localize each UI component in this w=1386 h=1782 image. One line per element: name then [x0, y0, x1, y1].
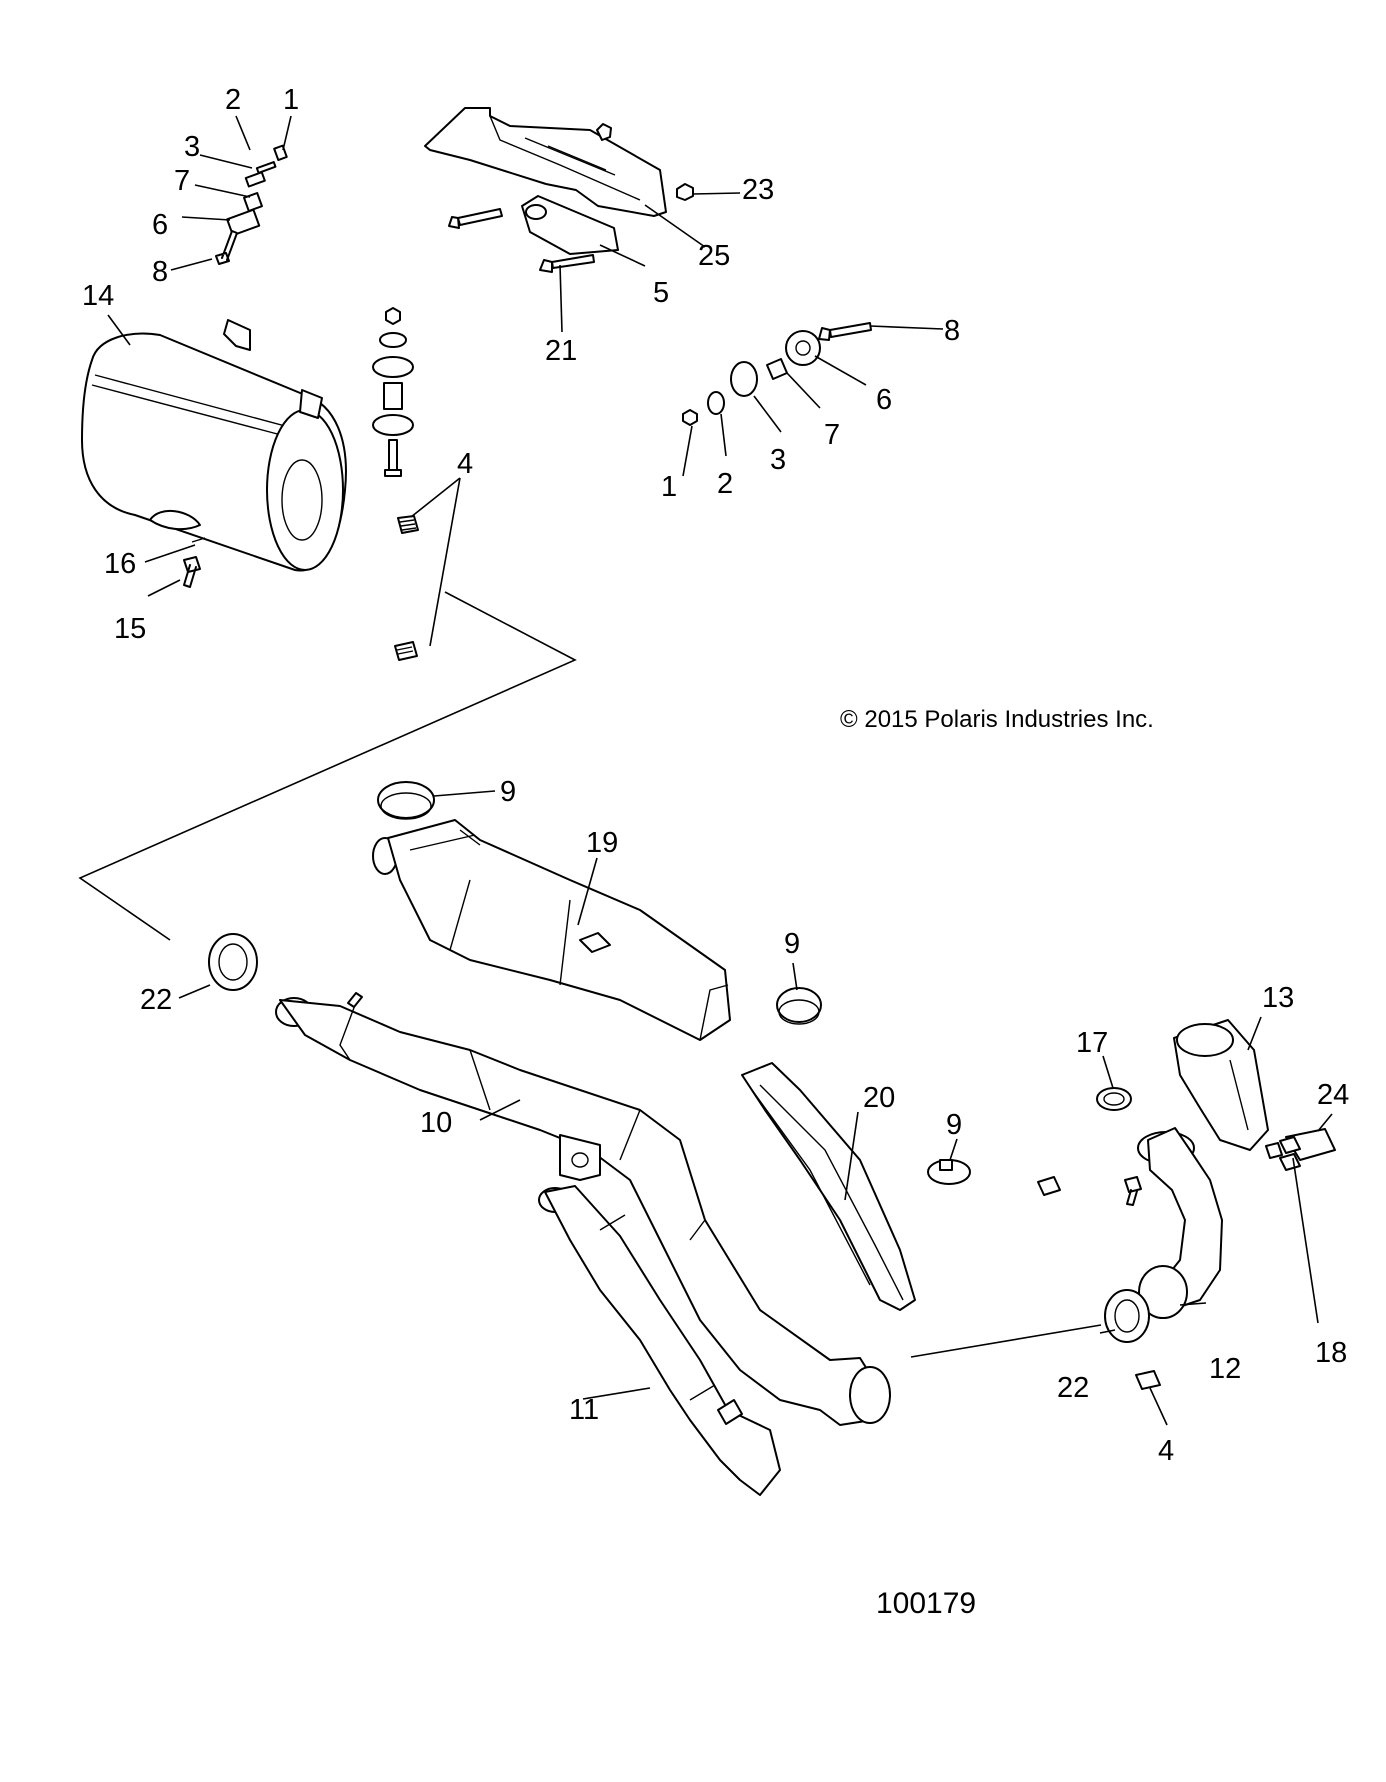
bushing-7-right [766, 358, 788, 380]
callout-7-top: 7 [174, 165, 190, 197]
callout-3-right: 3 [770, 444, 786, 476]
nut-1-right [682, 409, 698, 426]
spring-4-a [397, 515, 419, 534]
muffler-bracket-top [223, 319, 251, 351]
callout-22-right: 22 [1057, 1372, 1089, 1404]
exhaust-pipe-12 [1137, 1127, 1223, 1319]
callout-25: 25 [698, 240, 730, 272]
heat-shield-25 [424, 107, 667, 217]
nut-23 [676, 183, 694, 201]
nut-1-left [273, 144, 288, 162]
callout-22-left: 22 [140, 984, 172, 1016]
pipe-19-boss [579, 932, 611, 953]
center-nut [385, 307, 401, 325]
callout-15: 15 [114, 613, 146, 645]
grommet-3-right [730, 361, 758, 397]
callout-12: 12 [1209, 1353, 1241, 1385]
bolt-15 [183, 556, 201, 588]
center-grommet-top [372, 356, 414, 378]
callout-9-a: 9 [500, 776, 516, 808]
figure-number: 100179 [876, 1587, 976, 1620]
clamp-24-fastener [1265, 1142, 1283, 1159]
callout-3-top: 3 [184, 131, 200, 163]
callout-13: 13 [1262, 982, 1294, 1014]
callout-2-top: 2 [225, 84, 241, 116]
spring-4-c [1135, 1370, 1161, 1390]
callout-20: 20 [863, 1082, 895, 1114]
o2-sensor-boss [347, 992, 363, 1008]
pipe-11 [538, 1185, 781, 1496]
washer-16 [191, 537, 206, 543]
exhaust-flange-13 [1173, 1019, 1269, 1151]
mount-hardware-stack-right [682, 322, 872, 426]
grommet-3-left [244, 171, 266, 188]
bolt-8-right [818, 322, 872, 341]
pipe-11-clamp [717, 1399, 743, 1425]
mount-hardware-stack-left [215, 144, 288, 265]
bolt-upper-shield [448, 208, 503, 229]
bolt-18-a [1124, 1176, 1142, 1206]
header-hanger-tab [559, 1134, 601, 1181]
muffler-14 [81, 319, 347, 572]
center-bolt [384, 439, 402, 477]
bushing-7-left [243, 192, 263, 212]
spring-right-upper [1037, 1176, 1061, 1196]
callout-1-top: 1 [283, 84, 299, 116]
callout-4-lower: 4 [1158, 1435, 1174, 1467]
header-pipe-10 [275, 992, 891, 1426]
clamp-9-a [377, 781, 435, 820]
muffler-bracket-rear [299, 389, 323, 419]
callout-6-top: 6 [152, 209, 168, 241]
clamp-24 [1285, 1128, 1336, 1161]
center-mount-stack [372, 307, 414, 477]
callout-7-right: 7 [824, 419, 840, 451]
callout-11: 11 [569, 1394, 599, 1426]
callout-6-right: 6 [876, 384, 892, 416]
assembly-guide-line [78, 591, 577, 941]
clamp-9-b [776, 987, 822, 1025]
callout-23: 23 [742, 174, 774, 206]
gasket-17 [1096, 1087, 1132, 1111]
nut-top [596, 123, 612, 141]
callout-24: 24 [1317, 1079, 1349, 1111]
callout-21: 21 [545, 335, 577, 367]
mount-bracket-5 [521, 195, 619, 255]
leader-lines [107, 115, 1333, 1426]
heat-shield-20 [741, 1062, 916, 1311]
mid-pipe-19 [372, 819, 731, 1041]
muffler-tab [149, 509, 201, 531]
spring-4-b [394, 641, 418, 661]
callout-9-b: 9 [784, 928, 800, 960]
callout-labels: 2 1 3 7 6 8 14 16 15 4 23 25 5 21 8 6 7 … [82, 84, 1349, 1467]
center-washer [379, 332, 407, 348]
callout-8-top: 8 [152, 256, 168, 288]
callout-14: 14 [82, 280, 114, 312]
washer-2-right [707, 391, 725, 415]
callout-4-upper: 4 [457, 448, 473, 480]
callout-18: 18 [1315, 1337, 1347, 1369]
bolt-21 [539, 254, 595, 273]
callout-17: 17 [1076, 1027, 1108, 1059]
grommet-6-left [226, 208, 261, 237]
gasket-22-right [1104, 1289, 1150, 1343]
stud-18-upper [1279, 1136, 1301, 1154]
callout-19: 19 [586, 827, 618, 859]
callout-5: 5 [653, 277, 669, 309]
callout-8-right: 8 [944, 315, 960, 347]
callout-9-c: 9 [946, 1109, 962, 1141]
header-guide-line [910, 1324, 1102, 1358]
clamp-9-c [927, 1159, 971, 1185]
callout-16: 16 [104, 548, 136, 580]
copyright-notice: © 2015 Polaris Industries Inc. [840, 706, 1154, 733]
callout-10: 10 [420, 1107, 452, 1139]
callout-2-right: 2 [717, 468, 733, 500]
center-grommet-bottom [372, 414, 414, 436]
center-bushing [383, 382, 403, 410]
callout-1-right: 1 [661, 471, 677, 503]
bolt-8-left [215, 230, 238, 265]
gasket-22-left [208, 933, 258, 991]
grommet-6-right [785, 330, 821, 366]
washer-2-left [255, 161, 277, 174]
